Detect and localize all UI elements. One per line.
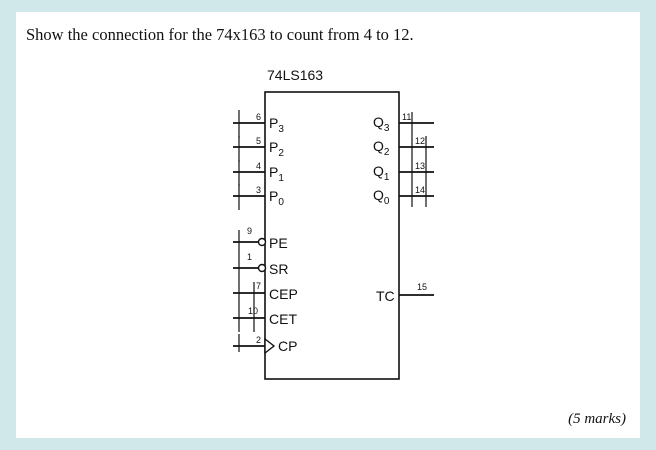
pin-label: P3 bbox=[269, 115, 284, 135]
pin-label: PE bbox=[269, 235, 288, 251]
pin-label: CET bbox=[269, 311, 297, 327]
chip-body bbox=[264, 91, 400, 380]
inversion-bubble bbox=[257, 263, 267, 273]
pin-label: TC bbox=[376, 288, 395, 304]
pin-label: P2 bbox=[269, 139, 284, 159]
pin-number: 1 bbox=[247, 252, 252, 262]
pin-number: 11 bbox=[402, 112, 411, 122]
pin-number: 2 bbox=[256, 335, 261, 345]
pin-tc: 15 TC bbox=[376, 282, 434, 304]
pin-number: 7 bbox=[256, 281, 261, 291]
pin-label: Q0 bbox=[373, 187, 390, 207]
pin-number: 15 bbox=[417, 282, 427, 292]
pin-number: 13 bbox=[415, 161, 425, 171]
pin-sr: 1 SR bbox=[233, 252, 288, 282]
pin-p1: 4 P1 bbox=[233, 160, 284, 186]
pin-label: Q3 bbox=[373, 114, 390, 134]
pin-number: 10 bbox=[248, 306, 258, 316]
pin-p3: 6 P3 bbox=[233, 110, 284, 138]
pin-cet: 10 CET bbox=[233, 306, 297, 332]
question-text: Show the connection for the 74x163 to co… bbox=[26, 25, 414, 44]
pin-q3: 11 Q3 bbox=[373, 112, 434, 207]
pin-label: Q1 bbox=[373, 163, 390, 183]
question-card: Show the connection for the 74x163 to co… bbox=[16, 12, 640, 438]
pin-number: 3 bbox=[256, 185, 261, 195]
marks-label: (5 marks) bbox=[568, 411, 626, 427]
pin-number: 14 bbox=[415, 185, 425, 195]
pin-number: 4 bbox=[256, 161, 261, 171]
pin-label: CP bbox=[278, 338, 297, 354]
pin-q0: 14 Q0 bbox=[373, 185, 434, 207]
pin-label: CEP bbox=[269, 286, 298, 302]
pin-label: SR bbox=[269, 261, 288, 277]
clock-triangle-icon bbox=[264, 337, 276, 355]
pin-number: 9 bbox=[247, 226, 252, 236]
pin-cp: 2 CP bbox=[233, 334, 297, 355]
pin-label: P0 bbox=[269, 188, 284, 208]
pin-cep: 7 CEP bbox=[233, 281, 298, 308]
chip-title: 74LS163 bbox=[267, 67, 323, 83]
pin-q1: 13 Q1 bbox=[373, 161, 434, 183]
pin-pe: 9 PE bbox=[233, 226, 288, 256]
pin-number: 12 bbox=[415, 136, 425, 146]
pin-number: 5 bbox=[256, 136, 261, 146]
pin-label: P1 bbox=[269, 164, 284, 184]
pin-p0: 3 P0 bbox=[233, 184, 284, 210]
pin-number: 6 bbox=[256, 112, 261, 122]
pin-label: Q2 bbox=[373, 138, 390, 158]
pin-p2: 5 P2 bbox=[233, 136, 284, 162]
chip-diagram: 74LS163 6 P3 5 P2 4 P1 3 bbox=[233, 67, 434, 380]
inversion-bubble bbox=[257, 237, 267, 247]
